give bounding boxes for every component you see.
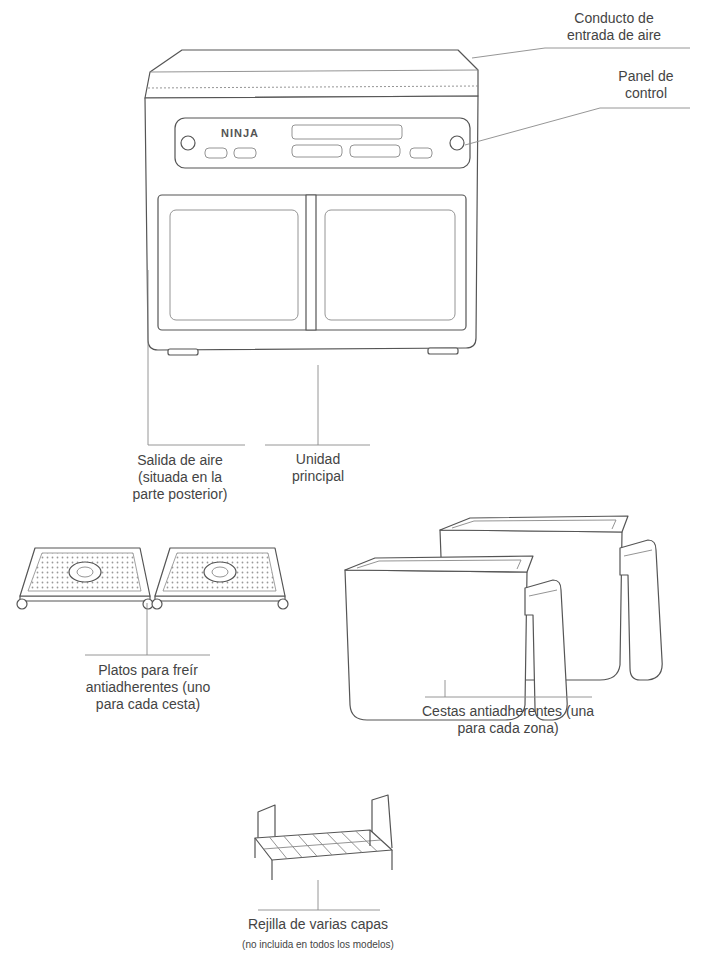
plate-top [155,548,285,596]
handle-button [624,550,652,556]
basket-rim [440,516,628,532]
plate-foot [17,599,27,609]
leader-line [465,108,690,145]
control-panel [175,118,470,168]
rack [255,795,392,880]
crisper-plate [17,548,153,609]
part-label: Panel de control [608,68,684,102]
plate-center [212,567,228,577]
basket-opening [158,195,466,330]
plate-edge [155,596,285,601]
rack-handle [258,805,275,840]
leader-lines [85,48,690,910]
leader-line [265,365,370,445]
leader-line [148,270,245,445]
basket-body [345,570,527,720]
main-unit [145,50,478,355]
rack-frame [255,830,392,860]
part-label: Cestas antiadherentes (una para cada zon… [420,703,596,737]
lid-edge [150,70,478,72]
part-note: (no incluida en todos los modelos) [168,939,468,951]
basket-inner [357,560,521,569]
leader-line [85,603,210,655]
panel-dial [181,136,195,150]
leader-line [472,48,690,58]
part-label: Conducto de entrada de aire [552,10,676,44]
handle-button [529,590,557,596]
panel-button [234,148,256,158]
plate-foot [278,599,288,609]
panel-button [292,145,342,157]
unit-foot [168,349,198,355]
part-label: Salida de aire (situada en la parte post… [122,452,238,502]
panel-dial [450,136,464,150]
leader-line [258,880,380,910]
crisper-plate [152,548,288,609]
basket-rim [345,556,533,572]
rack-wires [264,831,382,859]
part-label: Rejilla de varias capas [168,916,468,933]
leader-line [425,680,592,697]
unit-body [145,96,478,350]
plate-top [20,548,150,596]
plate-perforation [163,553,276,591]
part-label: Platos para freír antiadherentes (uno pa… [75,662,221,712]
panel-button [205,148,227,158]
plate-edge [20,596,150,601]
plate-center [77,567,93,577]
plate-center [69,562,101,582]
brand-logo: NINJA [212,127,268,140]
basket-inner [452,520,616,529]
zone-divider [306,195,316,330]
unit-foot [428,348,458,354]
air-intake-grille [148,86,478,88]
basket-handle [620,540,662,680]
plate-foot [152,599,162,609]
part-label: Unidad principal [280,451,356,485]
panel-button [350,145,400,157]
rack-legs [255,830,392,880]
plate-center [204,562,236,582]
panel-display [292,125,402,139]
zone-cavity [325,210,455,320]
zone-cavity [170,210,298,320]
plate-perforation [28,553,141,591]
unit-lid [145,50,478,98]
basket-handle [525,580,567,720]
panel-button [410,148,432,158]
basket [345,556,567,720]
